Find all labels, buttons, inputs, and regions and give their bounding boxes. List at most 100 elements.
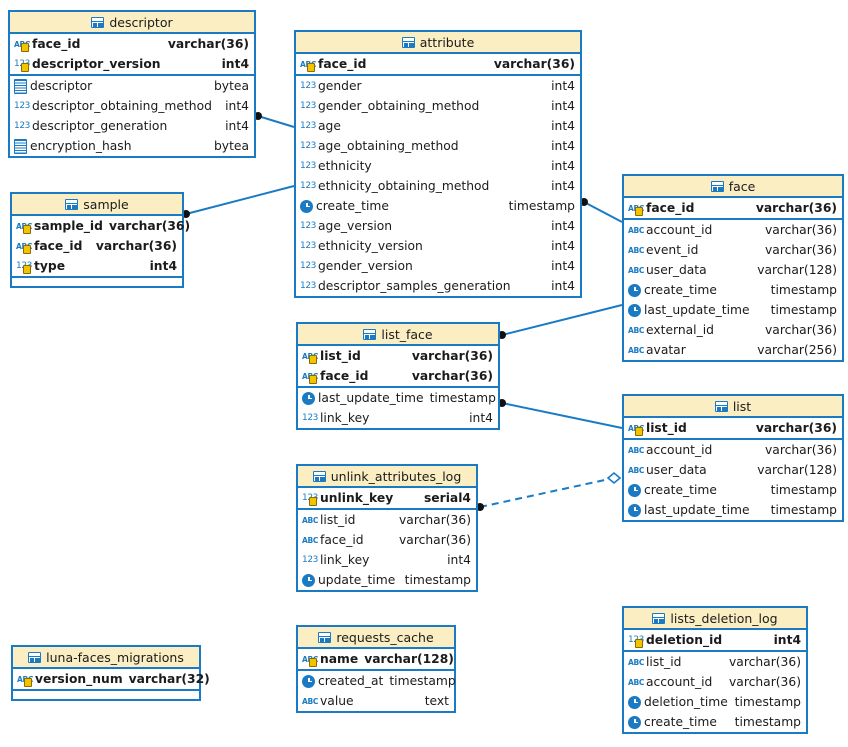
table-header[interactable]: attribute [296, 32, 580, 54]
relationship-sample-attribute [182, 185, 295, 218]
column-name: face_id [318, 57, 367, 71]
abc-icon: ABC [302, 535, 319, 545]
table-title: attribute [419, 34, 475, 50]
table-header[interactable]: luna-faces_migrations [13, 647, 199, 669]
column-name: face_id [34, 239, 83, 253]
table-header[interactable]: list [624, 396, 842, 418]
column-name: update_time [318, 573, 396, 587]
column-row[interactable]: create_time timestamp [624, 280, 842, 300]
table-header[interactable]: face [624, 176, 842, 198]
column-name: version_num [35, 672, 123, 686]
column-name: age_version [318, 219, 393, 233]
abc-key-icon: ABC [300, 59, 317, 72]
123-icon: 123 [300, 80, 316, 91]
column-name: gender_obtaining_method [318, 99, 480, 113]
table-icon [91, 16, 105, 28]
abc-key-icon: ABC [14, 39, 31, 52]
table-icon [652, 612, 666, 624]
table-header[interactable]: list_face [298, 324, 498, 346]
column-name: create_time [644, 283, 717, 297]
table-icon [65, 198, 79, 210]
table-icon [312, 470, 326, 482]
table-icon [363, 328, 377, 340]
table-header[interactable]: requests_cache [298, 627, 454, 649]
table-header[interactable]: sample [12, 194, 182, 216]
column-type: int4 [225, 119, 249, 133]
table-header[interactable]: lists_deletion_log [624, 608, 806, 630]
table-title: descriptor [109, 14, 173, 30]
table-header[interactable]: unlink_attributes_log [298, 466, 476, 488]
column-type: timestamp [770, 283, 837, 297]
abc-icon: ABC [628, 225, 645, 235]
123-icon: 123 [300, 160, 316, 171]
table-header[interactable]: descriptor [10, 12, 254, 34]
column-type: int4 [469, 411, 493, 425]
